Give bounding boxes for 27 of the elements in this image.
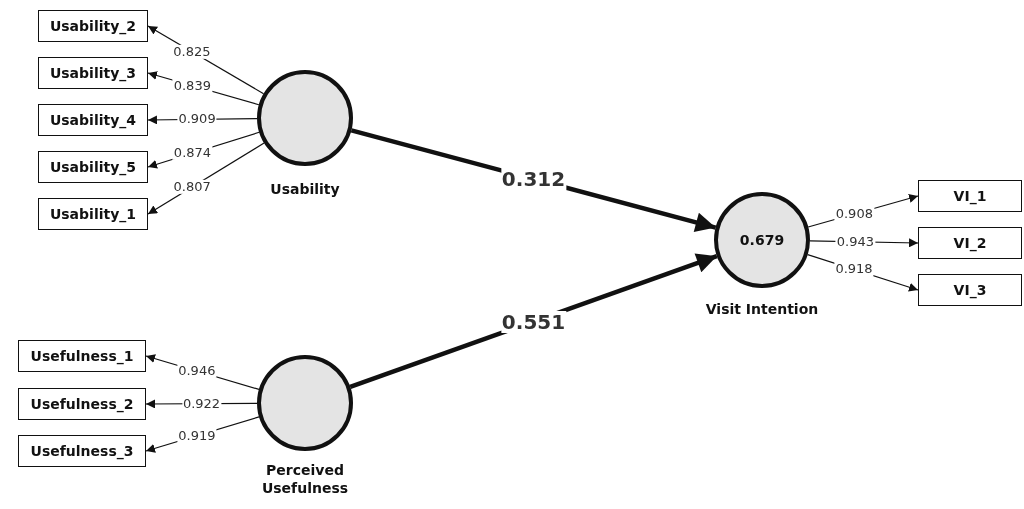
construct-label: Usability <box>269 180 341 198</box>
indicator-box: VI_3 <box>918 274 1022 306</box>
indicator-box: Usability_4 <box>38 104 148 136</box>
edge-label: 0.922 <box>181 396 222 411</box>
edge-label: 0.946 <box>177 363 217 379</box>
construct-label: Perceived Usefulness <box>260 461 350 497</box>
indicator-box: Usability_5 <box>38 151 148 183</box>
edge-label: 0.825 <box>172 44 212 59</box>
indicator-box: Usefulness_2 <box>18 388 146 420</box>
edge-label: 0.551 <box>500 310 567 333</box>
indicator-box: Usability_2 <box>38 10 148 42</box>
edge-label: 0.839 <box>172 78 212 93</box>
indicator-box: VI_2 <box>918 227 1022 259</box>
construct-label: Visit Intention <box>704 300 820 318</box>
edge-label: 0.943 <box>835 234 875 249</box>
indicator-box: Usefulness_1 <box>18 340 146 372</box>
indicator-box: Usability_3 <box>38 57 148 89</box>
edge-label: 0.807 <box>172 179 212 195</box>
edge-label: 0.312 <box>500 168 567 190</box>
indicator-box: VI_1 <box>918 180 1022 212</box>
indicator-box: Usability_1 <box>38 198 148 230</box>
r-squared-value: 0.679 <box>739 232 785 248</box>
edge-label: 0.918 <box>834 262 874 277</box>
edge-label: 0.919 <box>177 428 217 443</box>
indicator-box: Usefulness_3 <box>18 435 146 467</box>
edge-label: 0.874 <box>172 145 213 161</box>
edge-label: 0.908 <box>834 206 874 222</box>
